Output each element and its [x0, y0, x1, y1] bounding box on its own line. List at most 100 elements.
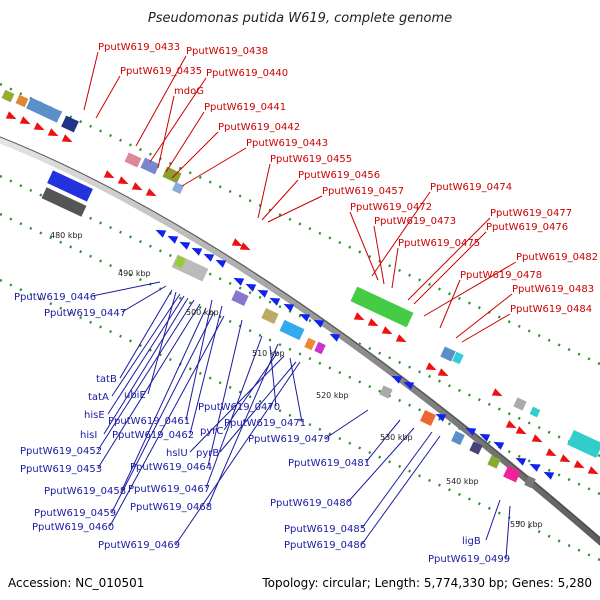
- forward-gene-label: PputW619_0477: [490, 208, 572, 219]
- forward-label-leader: [135, 55, 187, 147]
- forward-gene-label: PputW619_0442: [218, 122, 300, 133]
- reverse-gene-block: [379, 385, 393, 399]
- forward-cds-arrow: [395, 334, 407, 343]
- reverse-gene-block: [174, 255, 186, 269]
- forward-cds-arrow: [19, 116, 31, 125]
- reverse-gene-label: PputW619_0468: [130, 502, 212, 513]
- scale-tick-label: 480 kbp: [50, 231, 83, 240]
- reverse-cds-arrow: [233, 277, 245, 286]
- reverse-gene-label: PputW619_0469: [98, 540, 180, 551]
- reverse-gene-label: ligB: [462, 536, 481, 547]
- forward-cds-arrow: [131, 182, 143, 191]
- reverse-gene-label: tatA: [88, 392, 109, 403]
- reverse-cds-arrow: [245, 283, 257, 292]
- reverse-cds-arrow: [191, 247, 203, 256]
- reverse-label-leader: [97, 299, 195, 451]
- forward-gene-block: [162, 166, 182, 184]
- forward-cds-arrow: [425, 362, 437, 371]
- forward-cds-arrow: [559, 454, 571, 463]
- forward-cds-arrow: [381, 326, 393, 335]
- reverse-label-leader: [189, 305, 223, 435]
- reverse-gene-label: hisE: [84, 410, 105, 421]
- reverse-cds-arrow: [167, 235, 179, 244]
- forward-label-leader: [157, 95, 175, 169]
- forward-gene-block: [1, 89, 15, 103]
- reverse-gene-label: PputW619_0485: [284, 524, 366, 535]
- forward-cds-arrow: [353, 312, 365, 321]
- reverse-label-leader: [205, 335, 263, 489]
- forward-label-leader: [413, 231, 487, 305]
- forward-label-leader: [149, 77, 207, 163]
- forward-label-leader: [267, 195, 323, 223]
- reverse-cds-arrow: [283, 303, 295, 312]
- forward-cds-arrow: [239, 242, 251, 251]
- reverse-gene-label: PputW619_0459: [34, 508, 116, 519]
- forward-cds-arrow: [367, 318, 379, 327]
- forward-gene-label: PputW619_0473: [374, 216, 456, 227]
- forward-label-leader: [439, 279, 461, 329]
- reverse-cds-arrow: [493, 441, 505, 450]
- forward-gene-label: PputW619_0475: [398, 238, 480, 249]
- forward-gene-label: PputW619_0441: [204, 102, 286, 113]
- forward-cds-arrow: [515, 426, 527, 435]
- forward-label-leader: [407, 217, 491, 301]
- forward-gene-block: [26, 97, 62, 123]
- reverse-gene-block: [261, 308, 279, 324]
- forward-gene-label: PputW619_0478: [460, 270, 542, 281]
- reverse-label-leader: [207, 343, 279, 507]
- feature-tracks: [1, 89, 600, 489]
- forward-cds-arrow: [5, 111, 17, 120]
- scale-tick-label: 550 kbp: [510, 520, 543, 529]
- forward-label-leader: [83, 51, 99, 111]
- reverse-label-leader: [97, 303, 201, 469]
- reverse-gene-block: [314, 341, 326, 355]
- reverse-gene-label: PputW619_0499: [428, 554, 510, 565]
- forward-gene-block: [172, 182, 184, 194]
- forward-cds-arrow: [545, 448, 557, 457]
- reverse-label-leader: [175, 361, 301, 545]
- reverse-label-leader: [485, 499, 501, 541]
- reverse-cds-arrow: [403, 381, 415, 390]
- reverse-label-leader: [111, 311, 215, 513]
- reverse-gene-label: PputW619_0461: [108, 416, 190, 427]
- scale-tick-label: 520 kbp: [316, 391, 349, 400]
- forward-gene-block: [140, 157, 160, 175]
- reverse-cds-arrow: [215, 259, 227, 268]
- reverse-gene-label: tatB: [96, 374, 117, 385]
- forward-cds-arrow: [103, 170, 115, 179]
- forward-gene-label: PputW619_0456: [298, 170, 380, 181]
- scale-tick-label: 510 kbp: [252, 349, 285, 358]
- forward-label-leader: [95, 75, 121, 119]
- reverse-gene-label: PputW619_0467: [128, 484, 210, 495]
- reverse-cds-arrow: [299, 313, 311, 322]
- forward-gene-block: [529, 406, 541, 418]
- forward-gene-block: [567, 429, 600, 459]
- reverse-label-leader: [185, 299, 213, 421]
- forward-gene-label: mdoG: [174, 86, 204, 97]
- track-guides: [0, 82, 600, 562]
- reverse-gene-block: [231, 290, 249, 306]
- forward-gene-label: PputW619_0438: [186, 46, 268, 57]
- reverse-label-leader: [121, 285, 167, 313]
- reverse-gene-label: PputW619_0470: [198, 402, 280, 413]
- forward-gene-block: [513, 397, 527, 411]
- forward-label-leader: [371, 191, 431, 277]
- reverse-gene-block: [304, 337, 316, 351]
- reverse-cds-arrow: [269, 297, 281, 306]
- reverse-cds-arrow: [179, 241, 191, 250]
- reverse-gene-block: [524, 475, 536, 489]
- reverse-gene-label: PputW619_0486: [284, 540, 366, 551]
- reverse-cds-arrow: [543, 471, 555, 480]
- forward-gene-label: PputW619_0440: [206, 68, 288, 79]
- scale-tick-label: 530 kbp: [380, 433, 413, 442]
- forward-label-leader: [349, 211, 379, 281]
- forward-gene-label: PputW619_0443: [246, 138, 328, 149]
- genome-summary-text: Topology: circular; Length: 5,774,330 bp…: [261, 576, 592, 590]
- reverse-gene-block: [171, 254, 209, 282]
- forward-cds-arrow: [491, 388, 503, 397]
- reverse-label-leader: [119, 289, 173, 379]
- forward-gene-block: [15, 94, 29, 108]
